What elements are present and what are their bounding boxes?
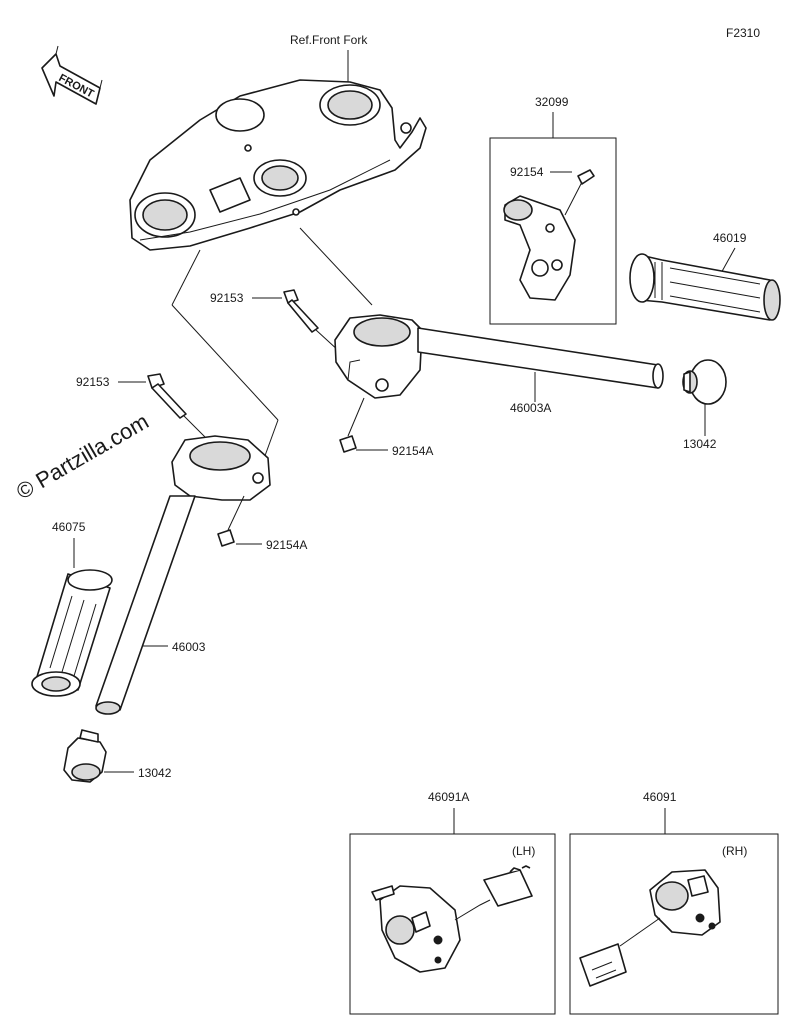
right-bar-end-13042 [682, 359, 727, 405]
label-46019: 46019 [713, 231, 747, 245]
bolt-92153-lower [147, 373, 187, 419]
label-13042-left: 13042 [138, 766, 172, 780]
right-handlebar-holder [334, 314, 423, 399]
right-handlebar-46003a [417, 327, 664, 389]
right-grip-46019 [629, 253, 781, 321]
ref-front-fork-label: Ref.Front Fork [290, 33, 368, 47]
bolt-92154a-lower [217, 495, 245, 547]
left-handlebar-holder [171, 435, 271, 501]
label-rh: (RH) [722, 844, 747, 858]
label-46003: 46003 [172, 640, 206, 654]
throttle-housing-32099 [503, 169, 595, 301]
label-46003a: 46003A [510, 401, 551, 415]
label-92154a-lower: 92154A [266, 538, 307, 552]
watermark-text: © Partzilla.com [12, 409, 153, 505]
bolt-92153-upper [283, 289, 319, 333]
top-triple-clamp [129, 79, 427, 251]
box-32099 [489, 137, 617, 325]
label-92154: 92154 [510, 165, 544, 179]
label-32099: 32099 [535, 95, 569, 109]
label-92154a-upper: 92154A [392, 444, 433, 458]
bolt-92154a-upper [339, 397, 365, 453]
label-92153-upper: 92153 [210, 291, 244, 305]
box-46091a-lh [349, 833, 556, 1015]
label-92153-lower: 92153 [76, 375, 110, 389]
left-grip-46075 [31, 569, 113, 697]
box-46091-rh [569, 833, 779, 1015]
left-handlebar-46003 [95, 495, 196, 715]
label-46091: 46091 [643, 790, 677, 804]
left-bar-end-13042 [63, 729, 107, 783]
label-lh: (LH) [512, 844, 535, 858]
right-switch-housing-46091 [579, 869, 721, 987]
label-13042-right: 13042 [683, 437, 717, 451]
label-46075: 46075 [52, 520, 86, 534]
label-46091a: 46091A [428, 790, 469, 804]
diagram-code: F2310 [726, 26, 760, 40]
front-arrow-icon: FRONT [41, 45, 103, 105]
left-switch-housing-46091a [371, 865, 533, 973]
